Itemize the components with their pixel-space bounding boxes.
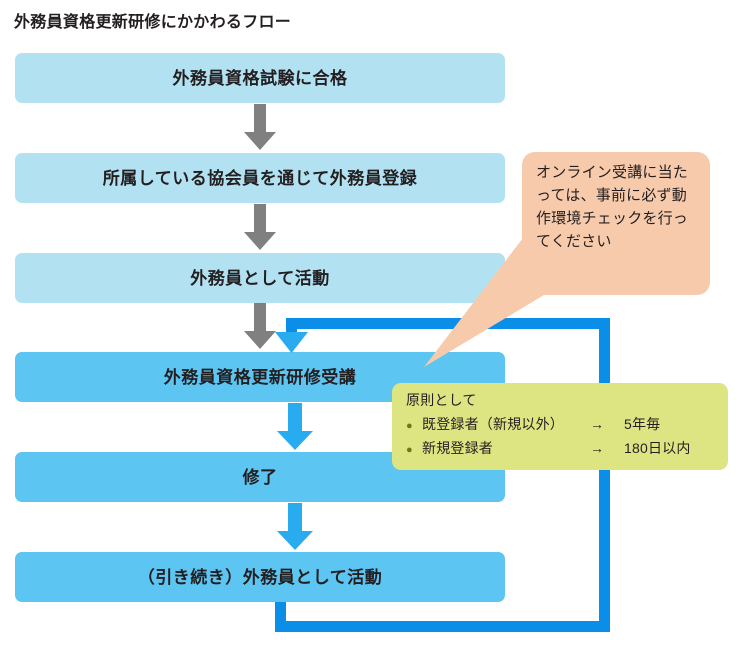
right-arrow-icon: → — [590, 416, 605, 432]
flow-step-label: 外務員として活動 — [190, 268, 330, 288]
flow-step-label: 所属している協会員を通じて外務員登録 — [102, 168, 418, 188]
down-arrow-icon — [277, 503, 313, 550]
bullet-icon: ● — [406, 444, 413, 456]
down-arrow-icon — [244, 303, 276, 349]
note-value: 180日以内 — [624, 440, 691, 456]
loop-line-segment-bottom — [275, 621, 610, 632]
flow-step-register: 所属している協会員を通じて外務員登録 — [15, 153, 505, 203]
flow-step-label: 修了 — [242, 467, 278, 487]
flow-step-label: 外務員資格試験に合格 — [172, 68, 348, 88]
note-row: ● 新規登録者 → 180日以内 — [406, 437, 728, 461]
flow-step-take-training: 外務員資格更新研修受講 — [15, 352, 505, 402]
note-heading: 原則として — [406, 392, 477, 408]
note-box: 原則として ● 既登録者（新規以外） → 5年毎 ● 新規登録者 → 180日以… — [392, 383, 728, 470]
flow-step-label: 外務員資格更新研修受講 — [163, 367, 357, 387]
loop-line-segment-down — [275, 602, 286, 632]
loop-line-segment-top — [286, 318, 610, 329]
note-value: 5年毎 — [624, 416, 661, 432]
down-arrow-icon — [244, 104, 276, 150]
flow-step-label: （引き続き）外務員として活動 — [137, 567, 383, 587]
bullet-icon: ● — [406, 420, 413, 432]
note-term: 新規登録者 — [422, 440, 493, 456]
note-term: 既登録者（新規以外） — [422, 416, 564, 432]
callout-bubble: オンライン受講に当たっては、事前に必ず動作環境チェックを行ってください — [522, 152, 710, 295]
loop-line-segment-right — [599, 318, 610, 631]
flow-step-active: 外務員として活動 — [15, 253, 505, 303]
flow-step-pass-exam: 外務員資格試験に合格 — [15, 53, 505, 103]
page-title: 外務員資格更新研修にかかわるフロー — [14, 14, 292, 31]
right-arrow-icon: → — [590, 440, 605, 456]
down-arrow-icon — [244, 204, 276, 250]
note-rows: ● 既登録者（新規以外） → 5年毎 ● 新規登録者 → 180日以内 — [406, 413, 728, 461]
note-row: ● 既登録者（新規以外） → 5年毎 — [406, 413, 728, 437]
down-arrow-icon — [277, 403, 313, 450]
loop-line-segment-enter — [286, 318, 297, 340]
callout-text: オンライン受講に当たっては、事前に必ず動作環境チェックを行ってください — [536, 164, 689, 250]
loop-arrowhead-icon — [275, 332, 308, 353]
flow-step-continue-active: （引き続き）外務員として活動 — [15, 552, 505, 602]
